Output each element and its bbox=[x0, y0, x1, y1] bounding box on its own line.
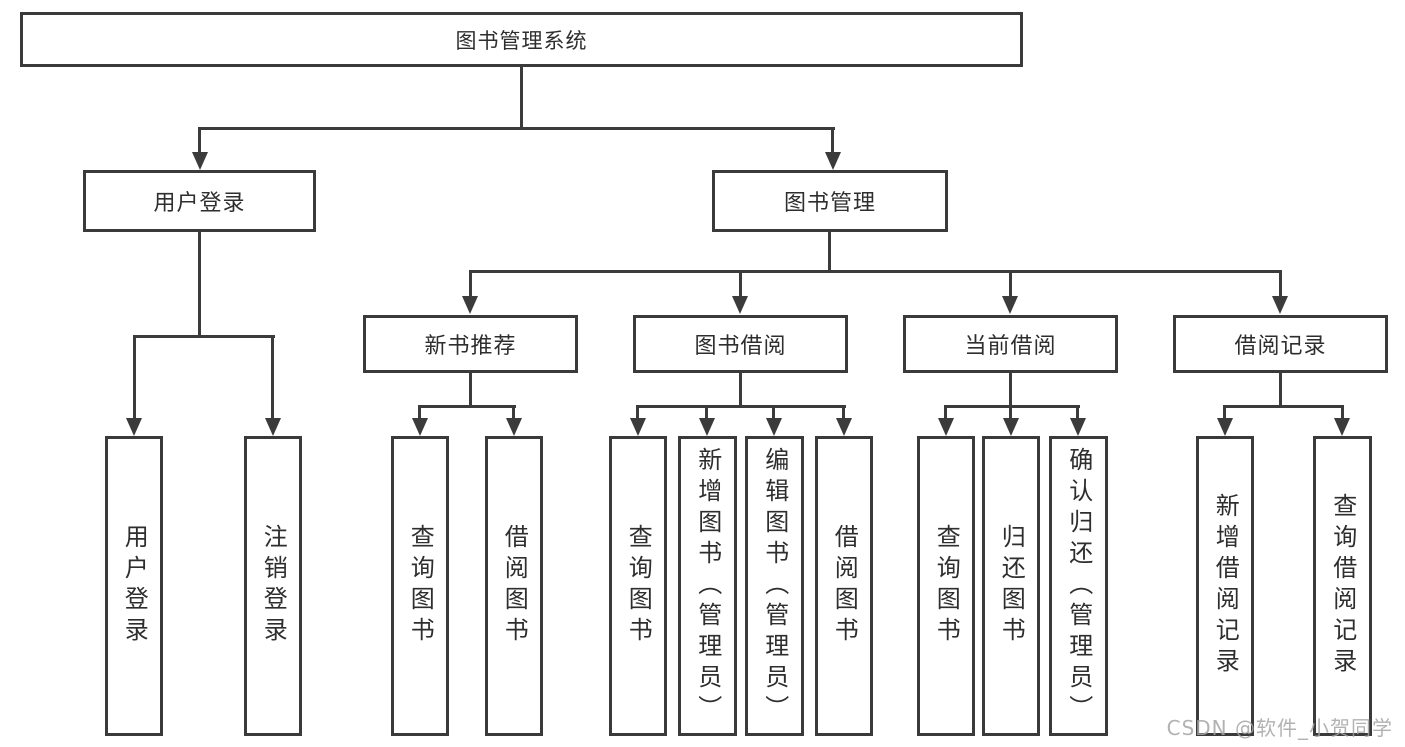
node-new-book-recommend-label: 新书推荐 bbox=[424, 334, 517, 359]
node-user-login-group-label: 用户登录 bbox=[153, 191, 246, 216]
connector-current-hline bbox=[945, 405, 1080, 408]
node-leaf-user-login: 用户登录 bbox=[105, 436, 163, 736]
connector-recommend-stem bbox=[469, 373, 472, 407]
node-leaf-recommend-query-books: 查询图书 bbox=[391, 436, 449, 736]
node-leaf-edit-books-admin-label: 编辑图书（管理员） bbox=[760, 446, 789, 726]
node-leaf-confirm-return-admin: 确认归还（管理员） bbox=[1049, 436, 1108, 736]
connector-book-management-stem bbox=[828, 232, 831, 272]
node-leaf-add-books-admin: 新增图书（管理员） bbox=[678, 436, 737, 736]
arrowhead-borrow-records bbox=[1272, 296, 1288, 314]
node-leaf-edit-books-admin: 编辑图书（管理员） bbox=[745, 436, 804, 736]
connector-drop-return-books bbox=[1009, 405, 1012, 419]
arrowhead-new-book-recommend bbox=[462, 296, 478, 314]
arrowhead-return-books bbox=[1003, 418, 1019, 436]
connector-drop-book-management bbox=[831, 127, 834, 154]
node-new-book-recommend: 新书推荐 bbox=[363, 315, 578, 373]
connector-borrowing-hline bbox=[637, 405, 846, 408]
connector-drop-recommend-borrow bbox=[512, 405, 515, 419]
arrowhead-confirm-return bbox=[1070, 418, 1086, 436]
connector-records-hline bbox=[1224, 405, 1344, 408]
node-leaf-query-borrow-record-label: 查询借阅记录 bbox=[1328, 493, 1357, 679]
node-book-management: 图书管理 bbox=[712, 170, 948, 232]
connector-drop-add-books bbox=[705, 405, 708, 419]
node-current-borrowing-label: 当前借阅 bbox=[964, 334, 1057, 359]
node-book-management-label: 图书管理 bbox=[783, 191, 876, 216]
connector-drop-borrowing-query bbox=[636, 405, 639, 419]
node-leaf-add-books-admin-label: 新增图书（管理员） bbox=[693, 446, 722, 726]
connector-drop-recommend-query bbox=[418, 405, 421, 419]
node-leaf-borrowing-borrow-books: 借阅图书 bbox=[815, 436, 873, 736]
node-book-borrowing: 图书借阅 bbox=[633, 315, 848, 373]
node-leaf-return-books: 归还图书 bbox=[982, 436, 1040, 736]
connector-drop-current-borrowing bbox=[1009, 270, 1012, 298]
connector-user-login-hline bbox=[133, 335, 275, 338]
node-leaf-current-query-books-label: 查询图书 bbox=[932, 524, 961, 648]
arrowhead-book-management bbox=[825, 152, 841, 170]
node-leaf-recommend-query-books-label: 查询图书 bbox=[406, 524, 435, 648]
node-user-login-group: 用户登录 bbox=[83, 170, 316, 232]
node-leaf-recommend-borrow-books-label: 借阅图书 bbox=[500, 524, 529, 648]
connector-drop-confirm-return bbox=[1076, 405, 1079, 419]
arrowhead-book-borrowing bbox=[732, 296, 748, 314]
node-leaf-borrowing-query-books: 查询图书 bbox=[609, 436, 667, 736]
arrowhead-current-borrowing bbox=[1002, 296, 1018, 314]
connector-drop-leaf-logout bbox=[271, 335, 274, 420]
connector-drop-add-record bbox=[1223, 405, 1226, 419]
connector-drop-current-query bbox=[944, 405, 947, 419]
node-leaf-user-login-label: 用户登录 bbox=[120, 524, 149, 648]
connector-borrowing-stem bbox=[739, 373, 742, 407]
arrowhead-recommend-query bbox=[412, 418, 428, 436]
arrowhead-add-record bbox=[1217, 418, 1233, 436]
connector-drop-leaf-user-login bbox=[133, 335, 136, 420]
node-leaf-return-books-label: 归还图书 bbox=[997, 524, 1026, 648]
connector-records-stem bbox=[1279, 373, 1282, 407]
connector-drop-edit-books bbox=[772, 405, 775, 419]
arrowhead-borrowing-query bbox=[630, 418, 646, 436]
connector-level1-hline bbox=[198, 127, 835, 130]
connector-drop-new-book-recommend bbox=[469, 270, 472, 298]
watermark: CSDN @软件_小贺同学 bbox=[1166, 716, 1393, 740]
node-leaf-add-borrow-record-label: 新增借阅记录 bbox=[1211, 493, 1240, 679]
node-borrow-records-label: 借阅记录 bbox=[1234, 334, 1327, 359]
node-leaf-recommend-borrow-books: 借阅图书 bbox=[485, 436, 543, 736]
node-current-borrowing: 当前借阅 bbox=[903, 315, 1118, 373]
arrowhead-leaf-logout bbox=[265, 418, 281, 436]
node-leaf-logout: 注销登录 bbox=[244, 436, 302, 736]
arrowhead-current-query bbox=[938, 418, 954, 436]
node-book-borrowing-label: 图书借阅 bbox=[694, 334, 787, 359]
arrowhead-borrowing-borrow bbox=[836, 418, 852, 436]
node-leaf-query-borrow-record: 查询借阅记录 bbox=[1313, 436, 1372, 736]
connector-current-stem bbox=[1009, 373, 1012, 407]
arrowhead-edit-books bbox=[766, 418, 782, 436]
node-leaf-current-query-books: 查询图书 bbox=[917, 436, 975, 736]
node-leaf-borrowing-query-books-label: 查询图书 bbox=[624, 524, 653, 648]
arrowhead-add-books bbox=[699, 418, 715, 436]
arrowhead-recommend-borrow bbox=[506, 418, 522, 436]
connector-root-stem bbox=[520, 67, 523, 128]
node-leaf-confirm-return-admin-label: 确认归还（管理员） bbox=[1064, 446, 1093, 726]
connector-drop-borrow-records bbox=[1279, 270, 1282, 298]
connector-drop-query-record bbox=[1341, 405, 1344, 419]
connector-level2-hline bbox=[469, 270, 1282, 273]
node-leaf-add-borrow-record: 新增借阅记录 bbox=[1196, 436, 1254, 736]
connector-user-login-stem bbox=[198, 232, 201, 337]
arrowhead-query-record bbox=[1334, 418, 1350, 436]
connector-drop-user-login bbox=[198, 127, 201, 154]
connector-recommend-hline bbox=[419, 405, 516, 408]
node-leaf-borrowing-borrow-books-label: 借阅图书 bbox=[830, 524, 859, 648]
node-borrow-records: 借阅记录 bbox=[1173, 315, 1388, 373]
connector-drop-borrowing-borrow bbox=[842, 405, 845, 419]
arrowhead-leaf-user-login bbox=[126, 418, 142, 436]
node-leaf-logout-label: 注销登录 bbox=[259, 524, 288, 648]
arrowhead-user-login bbox=[192, 152, 208, 170]
node-root-label: 图书管理系统 bbox=[455, 28, 588, 53]
connector-drop-book-borrowing bbox=[739, 270, 742, 298]
node-root: 图书管理系统 bbox=[20, 12, 1023, 67]
